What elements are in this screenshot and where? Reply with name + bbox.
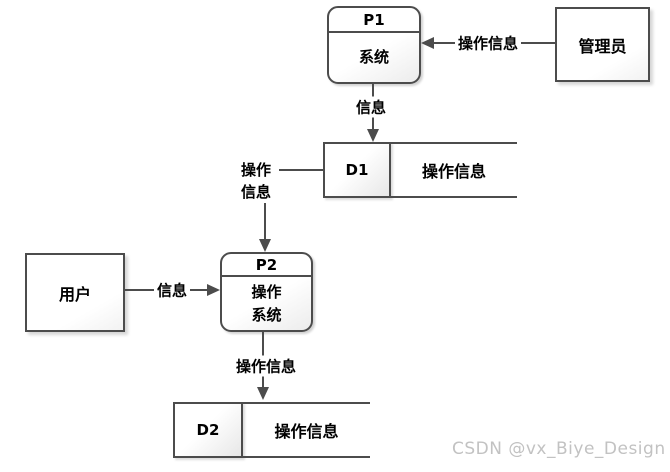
watermark-text: CSDN @vx_Biye_Design: [452, 439, 666, 459]
flow-d1-to-p2-label: 操作 信息: [233, 159, 279, 203]
store-d2-id-cell: D2: [173, 402, 243, 458]
store-d2-id: D2: [196, 421, 220, 439]
store-d1-band: 操作信息: [391, 142, 517, 198]
flow-d1-to-p2-vline: [264, 170, 266, 239]
store-d2-band: 操作信息: [243, 402, 370, 458]
arrowhead-left-icon: [421, 37, 434, 49]
entity-admin-label: 管理员: [578, 36, 627, 56]
flow-p1-to-d1-label: 信息: [352, 96, 390, 118]
flow-d1-to-p2-label-line2: 信息: [240, 183, 271, 201]
flow-d1-to-p2-hline: [265, 169, 323, 171]
flow-p2-to-d2-label: 操作信息: [232, 355, 300, 377]
process-p1-label: 系统: [358, 48, 389, 66]
arrowhead-down-icon: [257, 387, 269, 400]
store-d1-label: 操作信息: [421, 162, 486, 181]
flow-d1-to-p2-label-line1: 操作: [240, 161, 271, 179]
process-p2-label-line2: 系统: [251, 305, 282, 324]
entity-user-label: 用户: [58, 284, 91, 304]
store-d1-id: D1: [345, 161, 369, 179]
process-p2-id: P2: [222, 254, 311, 277]
store-d1-id-cell: D1: [323, 142, 391, 198]
flow-admin-to-p1-label: 操作信息: [454, 32, 522, 54]
entity-admin: 管理员: [555, 7, 650, 82]
store-d2-label: 操作信息: [274, 422, 339, 441]
arrowhead-right-icon: [207, 284, 220, 296]
process-p2: P2 操作 系统: [220, 252, 313, 332]
process-p1: P1 系统: [327, 6, 421, 84]
process-p2-label-line1: 操作: [251, 282, 282, 301]
process-p1-id: P1: [329, 8, 419, 33]
arrowhead-down-icon: [367, 129, 379, 142]
arrowhead-down-icon: [259, 239, 271, 252]
entity-user: 用户: [25, 253, 125, 332]
flow-user-to-p2-label: 信息: [153, 279, 191, 301]
